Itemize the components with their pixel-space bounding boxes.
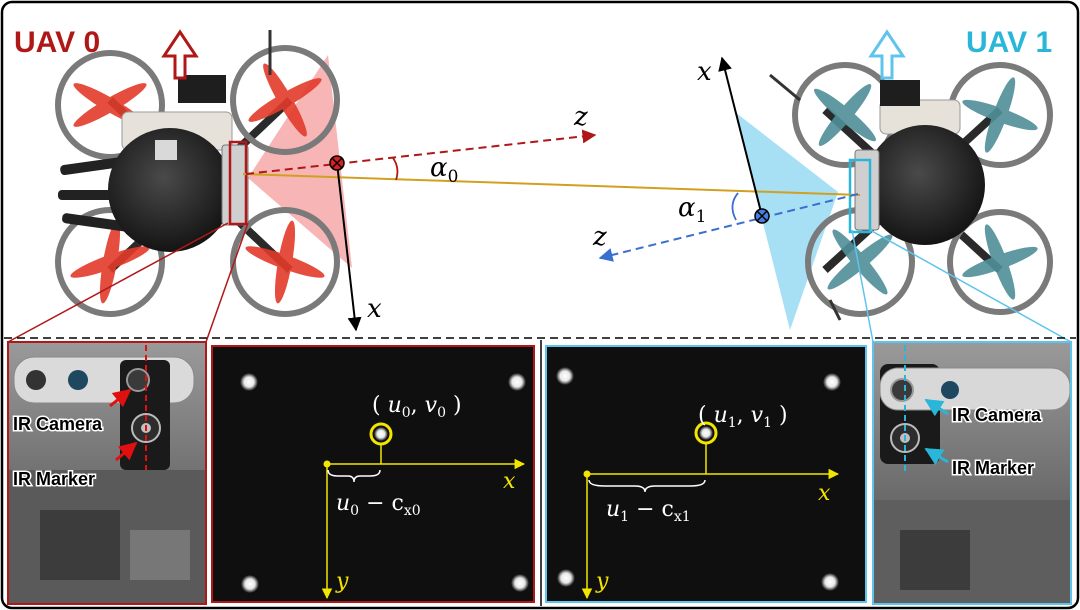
uav1-pixel-offset: u1 − cx1 [606, 497, 691, 525]
uav0-angle-label: α0 [430, 153, 458, 187]
uav0-pixel-coordinate: ( u0, v0 ) [372, 393, 462, 421]
uav0-ir-image [211, 345, 535, 603]
uav1-image-x-label: x [818, 481, 831, 506]
uav0-z-axis [245, 129, 597, 175]
uav1-zoom-line-left [851, 229, 874, 343]
uav1-ir-marker-label: IR Marker [952, 458, 1034, 478]
uav0-camera-fov [248, 55, 352, 268]
uav1-pixel-coordinate: ( u1, v1 ) [698, 403, 788, 431]
uav1-zoom-line-right [869, 229, 1072, 343]
uav1-title: UAV 1 [966, 26, 1052, 59]
uav1-x-axis [718, 56, 763, 217]
uav0-axis-origin [329, 155, 345, 171]
uav0-title: UAV 0 [14, 26, 100, 59]
uav0-ir-camera-label: IR Camera [13, 414, 103, 434]
uav0-zoom-line-right [205, 222, 249, 343]
uav0-angle-arc [392, 157, 399, 181]
uav1-axis-origin [754, 208, 770, 224]
uav0-heading-arrow [161, 29, 199, 80]
uav1-image-y-label: y [595, 569, 609, 594]
uav0-ir-marker-label: IR Marker [13, 469, 95, 489]
uav1-camera-fov [735, 112, 838, 330]
uav1-angle-arc [731, 192, 739, 221]
uav0-pixel-offset: u0 − cx0 [336, 491, 421, 519]
uav1-ir-camera-label: IR Camera [952, 405, 1042, 425]
uav1-x-label: x [697, 57, 712, 87]
uav0-image-y-label: y [335, 569, 349, 594]
uav1-angle-label: α1 [678, 193, 706, 227]
uav0-camera-closeup [7, 341, 207, 605]
uav0-drone [55, 30, 340, 317]
uav1-camera-closeup [872, 341, 1072, 605]
uav1-z-label: z [592, 222, 607, 252]
uav1-z-axis [598, 193, 859, 262]
uav0-image-x-label: x [503, 469, 516, 494]
inter-uav-baseline [242, 173, 861, 196]
uav0-x-axis [336, 162, 362, 332]
uav0-zoom-line-left [7, 222, 229, 343]
uav0-z-label: z [573, 102, 588, 132]
uav1-heading-arrow [868, 29, 906, 80]
uav0-x-label: x [367, 294, 382, 324]
uav1-ir-image [545, 345, 867, 603]
